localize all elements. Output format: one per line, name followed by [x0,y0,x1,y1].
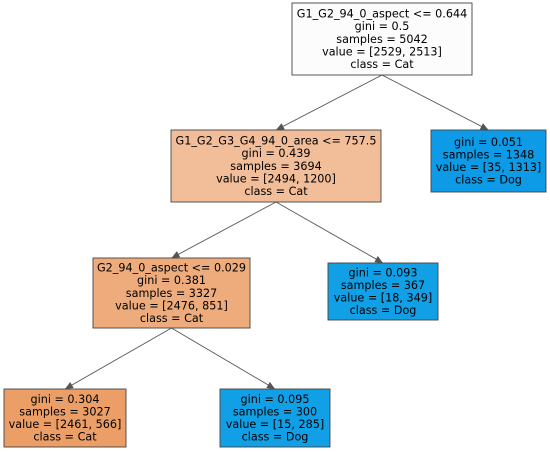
node-text-line: class = Cat [140,312,204,325]
node-text-line: samples = 3327 [126,287,217,300]
node-text-line: value = [2494, 1200] [216,172,336,185]
node-box [3,388,127,448]
node-text-line: samples = 300 [233,406,317,419]
edge-arrowhead-n1-n4 [374,255,383,263]
node-box [92,257,251,329]
edge-arrowhead-root-n2 [479,123,489,130]
edge-arrowhead-n3-n5 [65,381,74,389]
node-text-line: class = Cat [350,58,414,71]
node-text-line: class = Dog [350,304,417,317]
node-text-line: value = [2529, 2513] [322,45,442,58]
node-text-line: samples = 367 [341,279,425,292]
edge-root-n1 [275,74,383,131]
node-text-line: G1_G2_94_0_aspect <= 0.644 [297,8,467,21]
node-text-line: class = Dog [242,431,309,444]
node-text-line: value = [18, 349] [334,292,432,305]
node-box [219,388,331,448]
node-text-line: class = Cat [244,185,308,198]
node-text-line: gini = 0.381 [137,274,206,287]
node-text-line: gini = 0.5 [355,20,410,33]
node-box [327,262,439,321]
node-box [291,2,473,76]
node-text-line: class = Cat [33,431,97,444]
node-text-line: value = [2476, 851] [115,299,228,312]
node-text-line: samples = 3027 [19,406,110,419]
node-box [170,129,382,203]
node-text-line: value = [2461, 566] [9,418,122,431]
node-text-line: samples = 3694 [230,160,321,173]
node-text-line: gini = 0.304 [31,393,100,406]
node-box [430,129,547,193]
node-text-line: value = [15, 285] [226,418,324,431]
edge-root-n2 [381,74,489,131]
node-text-line: gini = 0.439 [242,147,311,160]
node-text-line: G2_94_0_aspect <= 0.029 [97,262,246,275]
edge-arrowhead-n1-n3 [171,251,181,258]
edge-n3-n6 [171,327,276,390]
node-text-line: G1_G2_G3_G4_94_0_area <= 757.5 [176,135,377,148]
node-text-line: gini = 0.093 [349,266,418,279]
node-text-line: class = Dog [455,174,522,187]
edge-n3-n5 [64,327,172,390]
edge-arrowhead-root-n1 [276,123,285,130]
edge-arrowhead-n3-n6 [266,381,275,389]
node-text-line: gini = 0.095 [241,393,310,406]
node-text-line: value = [35, 1313] [436,161,542,174]
edge-n1-n4 [275,201,384,264]
node-text-line: gini = 0.051 [454,136,523,149]
edge-n1-n3 [171,201,277,259]
node-text-line: samples = 1348 [443,149,534,162]
node-text-line: samples = 5042 [336,33,427,46]
